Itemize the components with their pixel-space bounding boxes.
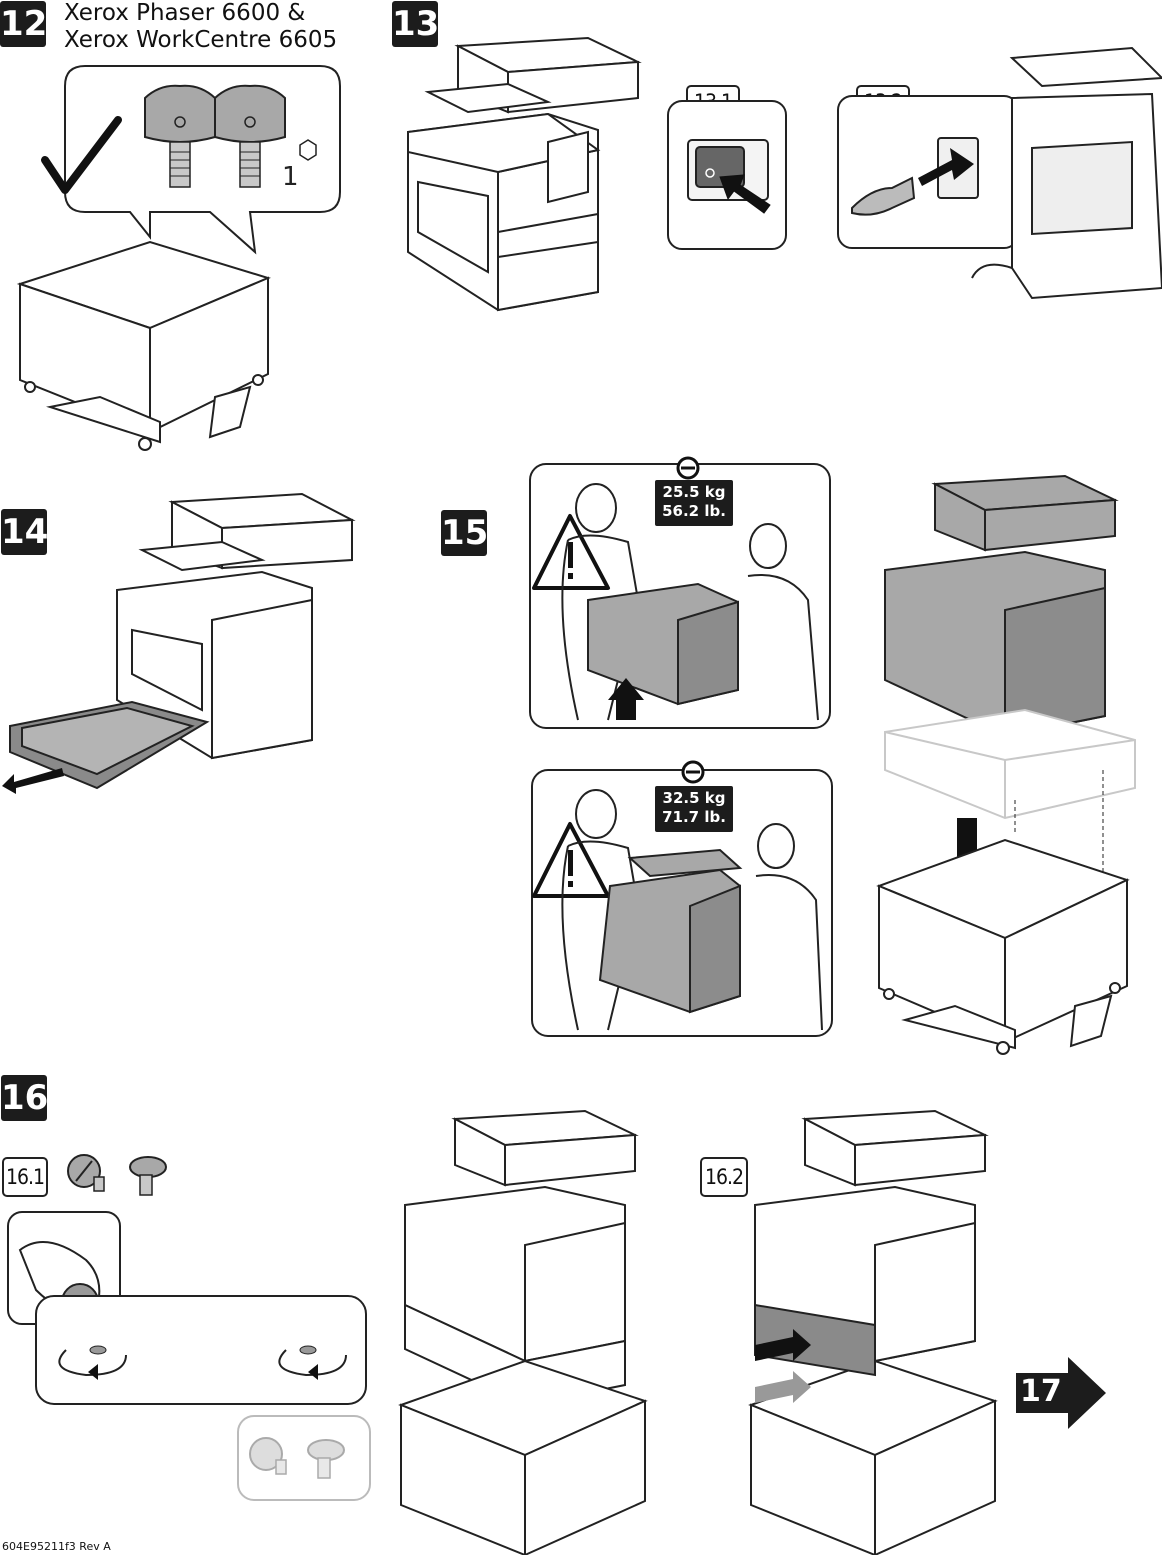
power-cord-callout	[837, 46, 1162, 300]
step-16-1-detail	[7, 1211, 367, 1405]
step-16-assembly-drawing	[398, 1109, 648, 1555]
weight-lb-mfp: 71.7 lb.	[662, 808, 726, 826]
step-14-number: 14	[1, 512, 49, 552]
step-12-number: 12	[0, 4, 48, 44]
weight-icon	[681, 760, 705, 784]
screw-icon	[144, 84, 216, 188]
cabinet-drawing	[16, 240, 271, 451]
lift-panel-printer	[529, 456, 831, 729]
warning-icon	[532, 822, 610, 898]
power-cord-icon	[851, 176, 916, 216]
screw-icon	[214, 84, 286, 188]
screw-icon	[129, 1156, 167, 1196]
page-title: Xerox Phaser 6600 & Xerox WorkCentre 660…	[64, 0, 337, 54]
paper-tray	[754, 1303, 876, 1377]
step-13-printer-drawing	[407, 36, 642, 312]
step-14-drawing	[2, 492, 356, 794]
step-12-illustration	[16, 65, 341, 451]
nut-icon	[299, 139, 317, 161]
step-15-badge: 15	[441, 510, 489, 556]
arrow-icon	[308, 1364, 318, 1380]
weight-lb-printer: 56.2 lb.	[662, 502, 726, 520]
substep-16-2: 16.2	[700, 1157, 748, 1197]
step-16-1-unused-screws	[237, 1415, 371, 1501]
weight-kg-mfp: 32.5 kg	[662, 789, 726, 807]
checkmark-icon	[41, 116, 122, 194]
document-code: 604E95211f3 Rev A	[2, 1540, 111, 1553]
screw-icon	[307, 1439, 345, 1479]
arrow-icon	[719, 174, 771, 214]
weight-label-mfp: 32.5 kg 71.7 lb.	[655, 786, 733, 832]
step-12-badge: 12	[0, 1, 48, 47]
title-line-2: Xerox WorkCentre 6605	[64, 27, 338, 53]
arrow-icon	[2, 768, 64, 794]
arrow-icon	[755, 1329, 811, 1361]
warning-icon	[532, 514, 610, 590]
step-16-number: 16	[1, 1078, 49, 1118]
weight-icon	[676, 456, 700, 480]
step-17-number: 17	[1020, 1374, 1062, 1409]
substep-16-1: 16.1	[2, 1157, 48, 1197]
step-14-badge: 14	[1, 509, 49, 555]
screw-icon	[249, 1437, 287, 1475]
paper-tray	[9, 700, 210, 790]
step-15-number: 15	[441, 513, 489, 553]
screw-count-label: 1	[282, 162, 299, 192]
weight-label-printer: 25.5 kg 56.2 lb.	[655, 480, 733, 526]
power-switch-callout	[667, 100, 787, 250]
step-15-placement-drawing	[876, 474, 1136, 1055]
arrow-icon	[608, 678, 644, 720]
arrow-icon	[1016, 1357, 1106, 1429]
arrow-icon	[755, 1371, 811, 1403]
arrow-icon	[88, 1364, 98, 1380]
lift-panel-mfp	[531, 760, 833, 1037]
title-line-1: Xerox Phaser 6600 &	[64, 0, 306, 26]
step-16-2-drawing	[748, 1109, 998, 1555]
step-16-badge: 16	[1, 1075, 49, 1121]
step-13-number: 13	[392, 4, 440, 44]
step-16-1-screws	[67, 1154, 167, 1196]
arrow-icon	[918, 148, 974, 186]
next-step-arrow	[1016, 1357, 1106, 1429]
step-13-badge: 13	[392, 1, 440, 47]
weight-kg-printer: 25.5 kg	[662, 483, 726, 501]
screw-icon	[67, 1154, 105, 1192]
